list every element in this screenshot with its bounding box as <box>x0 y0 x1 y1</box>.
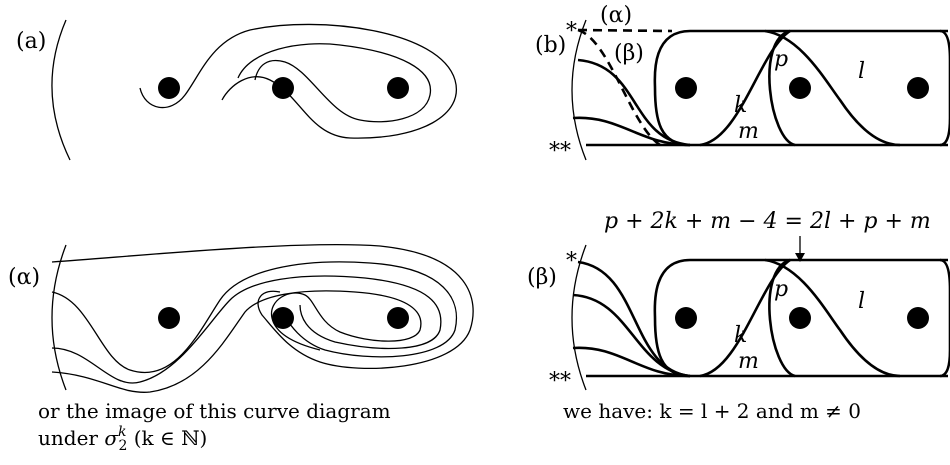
panel-b-label: (b) <box>535 33 566 58</box>
puncture-2 <box>789 307 811 329</box>
puncture-2 <box>272 307 294 329</box>
loop-p <box>768 29 796 147</box>
caption: we have: k = l + 2 and m ≠ 0 <box>563 399 861 423</box>
label-l: l <box>858 289 865 314</box>
band-right <box>939 258 950 378</box>
strand-2 <box>51 261 457 373</box>
feed-3 <box>572 346 691 378</box>
label-m: m <box>738 349 759 374</box>
label-p: p <box>774 277 788 302</box>
panel-alpha: (α) or the image of this curve diagram u… <box>8 243 474 454</box>
curve-outer <box>139 23 457 139</box>
puncture-1 <box>675 77 697 99</box>
feed-1 <box>577 58 691 147</box>
puncture-1 <box>158 77 180 99</box>
mark-bottom: ** <box>549 139 571 164</box>
puncture-3 <box>907 77 929 99</box>
mark-top: * <box>566 19 577 44</box>
strand-l <box>764 29 901 147</box>
boundary-arc <box>51 19 71 161</box>
band-right <box>939 29 950 147</box>
mark-bottom: ** <box>549 369 571 394</box>
puncture-1 <box>158 307 180 329</box>
dashed-alpha <box>577 28 673 33</box>
caption-line-1: or the image of this curve diagram <box>38 399 391 423</box>
mark-top: * <box>566 249 577 274</box>
label-k: k <box>734 323 747 348</box>
boundary-arc <box>571 19 587 161</box>
label-alpha: (α) <box>600 3 632 28</box>
panel-alpha-label: (α) <box>8 265 40 290</box>
label-l: l <box>858 59 865 84</box>
puncture-1 <box>675 307 697 329</box>
strand-1 <box>51 243 474 369</box>
feed-1 <box>577 260 691 378</box>
equation-arrow-head <box>795 253 805 262</box>
panel-b: (b) * ** (α) (β) k p l m <box>535 3 950 164</box>
feed-2 <box>572 293 691 378</box>
panel-beta: p + 2k + m − 4 = 2l + p + m (β) * ** k p… <box>527 209 950 423</box>
puncture-2 <box>789 77 811 99</box>
label-k: k <box>734 93 747 118</box>
curve-inner <box>237 43 432 123</box>
strand-l <box>764 258 901 378</box>
loop-p <box>768 258 796 378</box>
puncture-3 <box>387 77 409 99</box>
label-p: p <box>774 47 788 72</box>
panel-a-label: (a) <box>16 29 46 54</box>
strand-4 <box>51 290 422 393</box>
equation: p + 2k + m − 4 = 2l + p + m <box>604 209 931 234</box>
strand-k <box>699 29 791 147</box>
puncture-3 <box>387 307 409 329</box>
panel-a: (a) <box>16 19 457 161</box>
strand-3 <box>51 275 442 384</box>
puncture-3 <box>907 307 929 329</box>
feed-2 <box>572 116 691 147</box>
panel-beta-label: (β) <box>527 265 557 290</box>
strand-k <box>699 258 791 378</box>
label-m: m <box>738 119 759 144</box>
boundary-arc <box>51 244 67 391</box>
label-beta: (β) <box>614 41 644 66</box>
